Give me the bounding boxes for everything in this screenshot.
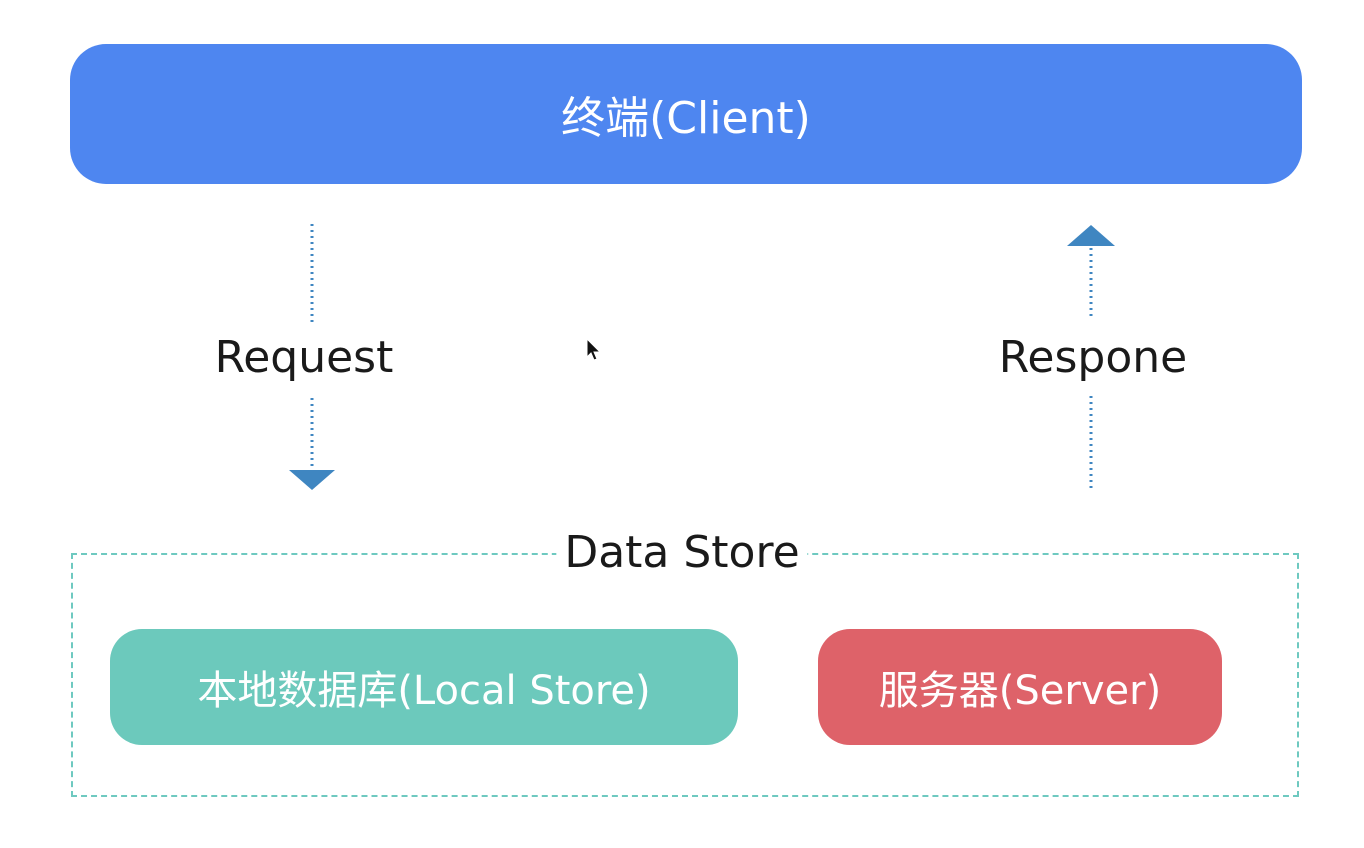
cursor-icon bbox=[586, 338, 602, 361]
request-arrow bbox=[289, 224, 335, 490]
request-label: Request bbox=[214, 332, 394, 383]
data-store-title: Data Store bbox=[556, 527, 808, 578]
client-node: 终端(Client) bbox=[70, 44, 1302, 184]
arrow-down-icon bbox=[289, 470, 335, 490]
server-node: 服务器(Server) bbox=[818, 629, 1222, 745]
response-arrow bbox=[1067, 225, 1115, 492]
local-store-label: 本地数据库(Local Store) bbox=[197, 668, 651, 714]
response-label: Respone bbox=[998, 332, 1188, 383]
server-label: 服务器(Server) bbox=[878, 668, 1162, 714]
arrow-up-icon bbox=[1067, 225, 1115, 246]
local-store-node: 本地数据库(Local Store) bbox=[110, 629, 738, 745]
client-label: 终端(Client) bbox=[561, 93, 811, 144]
